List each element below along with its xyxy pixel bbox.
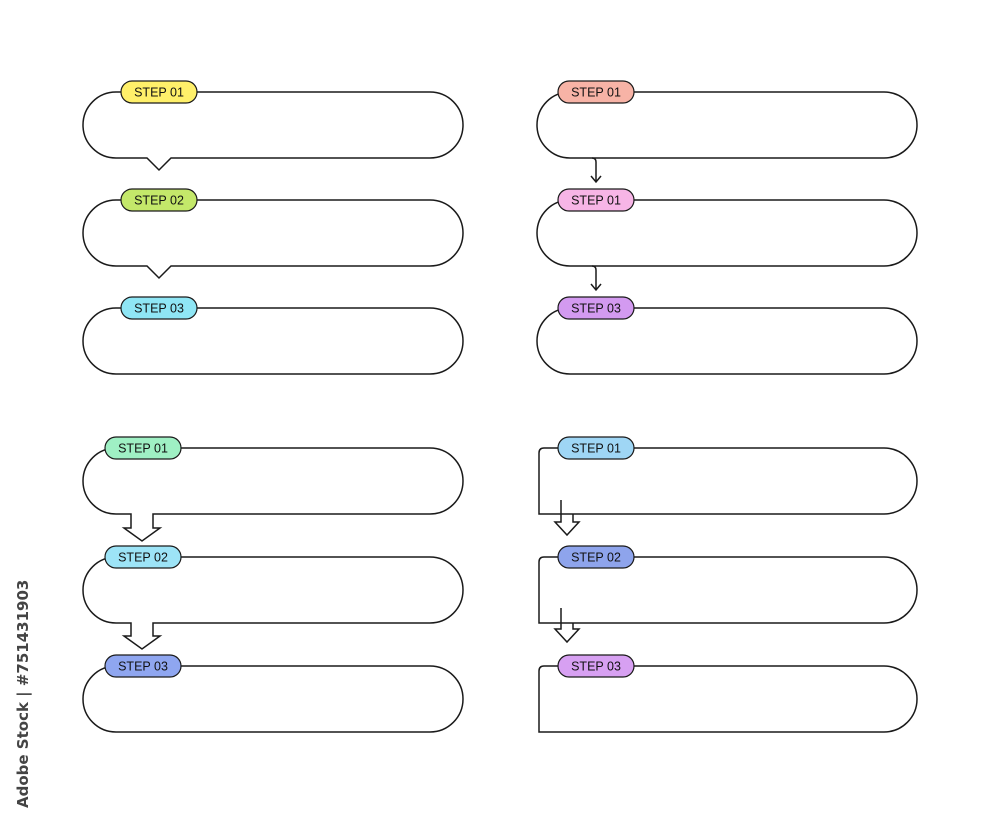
step-box [82,556,464,650]
step-label: STEP 01 [571,442,621,456]
step-pill-bg [120,296,198,320]
panel-2 [536,91,918,375]
step-pill: STEP 03 [104,654,182,678]
panel-1 [82,91,464,375]
step-pill: STEP 01 [120,80,198,104]
step-labels: STEP 01 STEP 02 STEP 03 STEP 01 STEP 01 STEP … [104,80,635,678]
step-pill: STEP 02 [120,188,198,212]
step-box [82,665,464,733]
stock-credit: Adobe Stock | #751431903 [14,580,33,808]
step-label: STEP 02 [571,551,621,565]
step-label: STEP 02 [134,194,184,208]
step-pill: STEP 01 [557,188,635,212]
step-pill-bg [120,80,198,104]
step-pill-bg [557,80,635,104]
step-label: STEP 03 [134,302,184,316]
step-pill-bg [557,188,635,212]
step-pill: STEP 01 [557,80,635,104]
step-box [536,199,918,267]
step-label: STEP 03 [118,660,168,674]
step-pill: STEP 02 [104,545,182,569]
step-box [82,447,464,542]
connector-arrow [590,157,602,184]
step-pill-bg [557,654,635,678]
step-pill: STEP 03 [557,296,635,320]
step-pill-bg [557,296,635,320]
step-box [538,556,918,624]
step-pill: STEP 01 [557,436,635,460]
block-arrow [553,608,581,644]
step-label: STEP 02 [118,551,168,565]
step-pill-bg [557,436,635,460]
step-box [538,665,918,733]
step-label: STEP 01 [118,442,168,456]
step-pill-bg [557,545,635,569]
step-pill-bg [104,654,182,678]
step-pill: STEP 03 [120,296,198,320]
step-pill-bg [104,436,182,460]
step-label: STEP 03 [571,302,621,316]
step-box [538,447,918,515]
step-label: STEP 01 [134,86,184,100]
step-pill: STEP 01 [104,436,182,460]
step-pill: STEP 02 [557,545,635,569]
step-box [536,91,918,159]
step-label: STEP 01 [571,86,621,100]
block-arrow [553,500,581,537]
step-label: STEP 03 [571,660,621,674]
step-box [536,307,918,375]
panel-3 [82,447,464,733]
panel-4 [538,447,918,733]
step-pill-bg [104,545,182,569]
step-pill: STEP 03 [557,654,635,678]
step-box [82,307,464,375]
step-label: STEP 01 [571,194,621,208]
connector-arrow [590,265,602,292]
step-pill-bg [120,188,198,212]
step-box [82,91,464,172]
step-box [82,199,464,280]
